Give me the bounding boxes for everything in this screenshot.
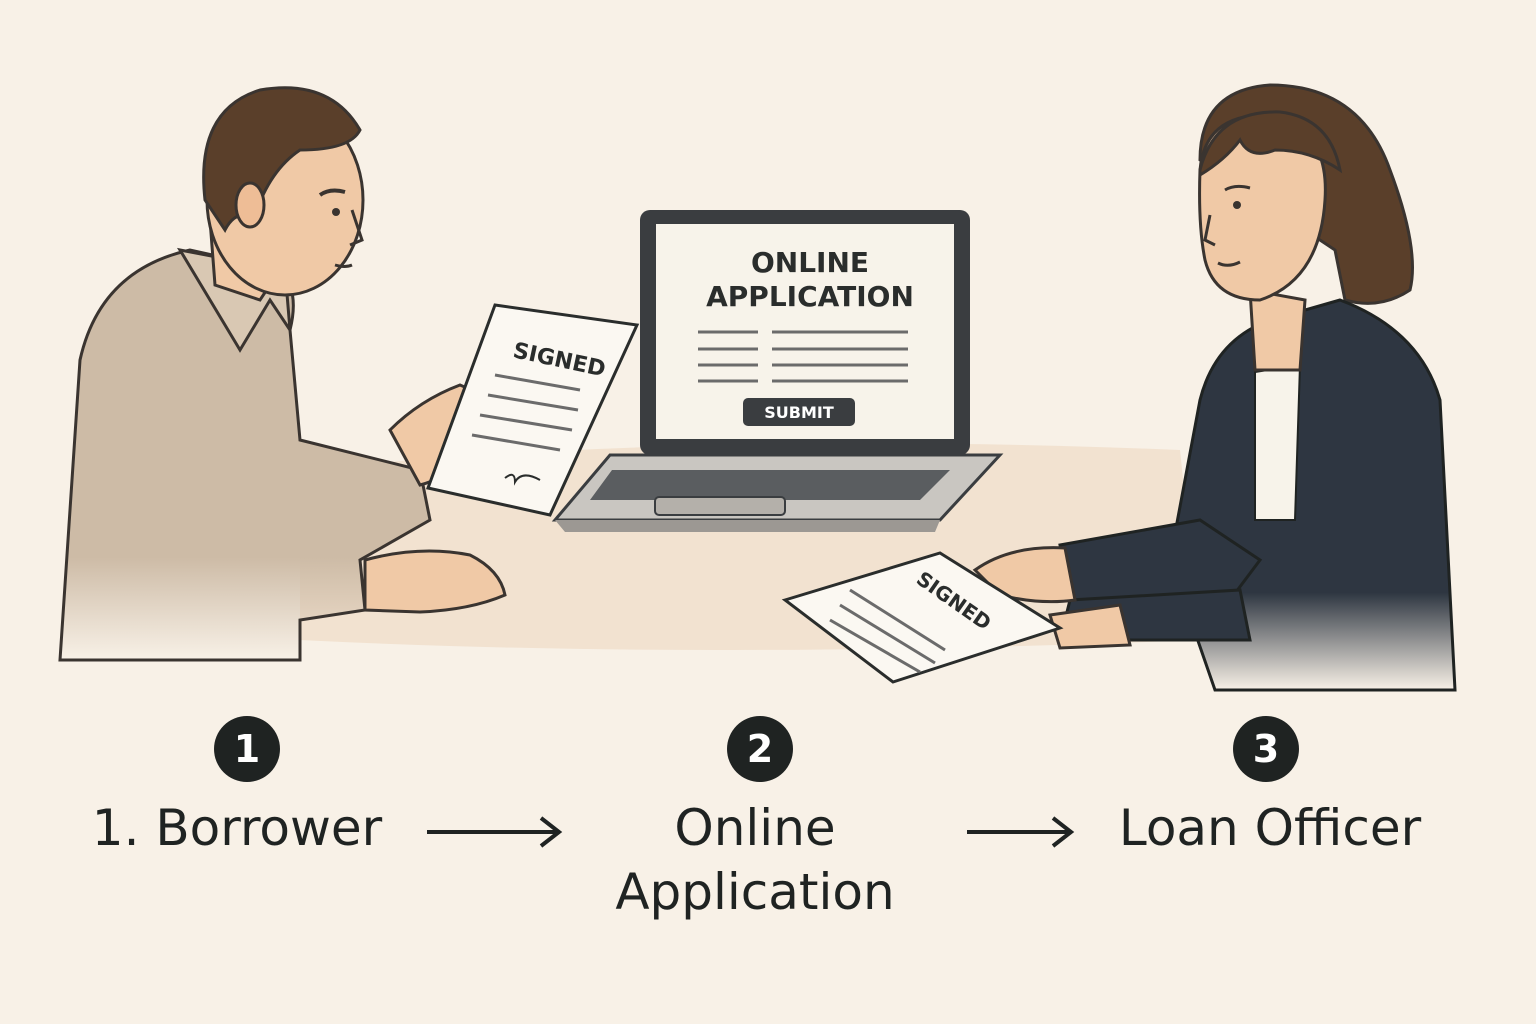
screen-title-line2: APPLICATION (706, 280, 914, 313)
step-2-number: 2 (727, 716, 793, 782)
loan-officer-figure (972, 83, 1457, 692)
submit-button: SUBMIT (743, 398, 855, 426)
step-1-label: 1. Borrower (91, 799, 383, 857)
step-2-label-line2: Application (615, 863, 895, 921)
laptop: ONLINE APPLICATION SUBMIT (551, 210, 1004, 532)
officer-signed-document: SIGNED (781, 551, 1064, 684)
arrow-right-icon (427, 816, 563, 848)
step-3-number: 3 (1233, 716, 1299, 782)
step-2-label: Online Application (590, 796, 920, 924)
submit-button-label: SUBMIT (764, 403, 834, 422)
laptop-screen-form: ONLINE APPLICATION SUBMIT (698, 246, 914, 426)
step-2-label-line1: Online (674, 799, 836, 857)
step-1-number: 1 (214, 716, 280, 782)
borrower-signed-document: SIGNED (426, 303, 640, 517)
borrower-figure (58, 86, 507, 662)
screen-title-line1: ONLINE (751, 246, 869, 279)
step-3-label: Loan Officer (1118, 799, 1422, 857)
arrow-right-icon (967, 816, 1075, 848)
